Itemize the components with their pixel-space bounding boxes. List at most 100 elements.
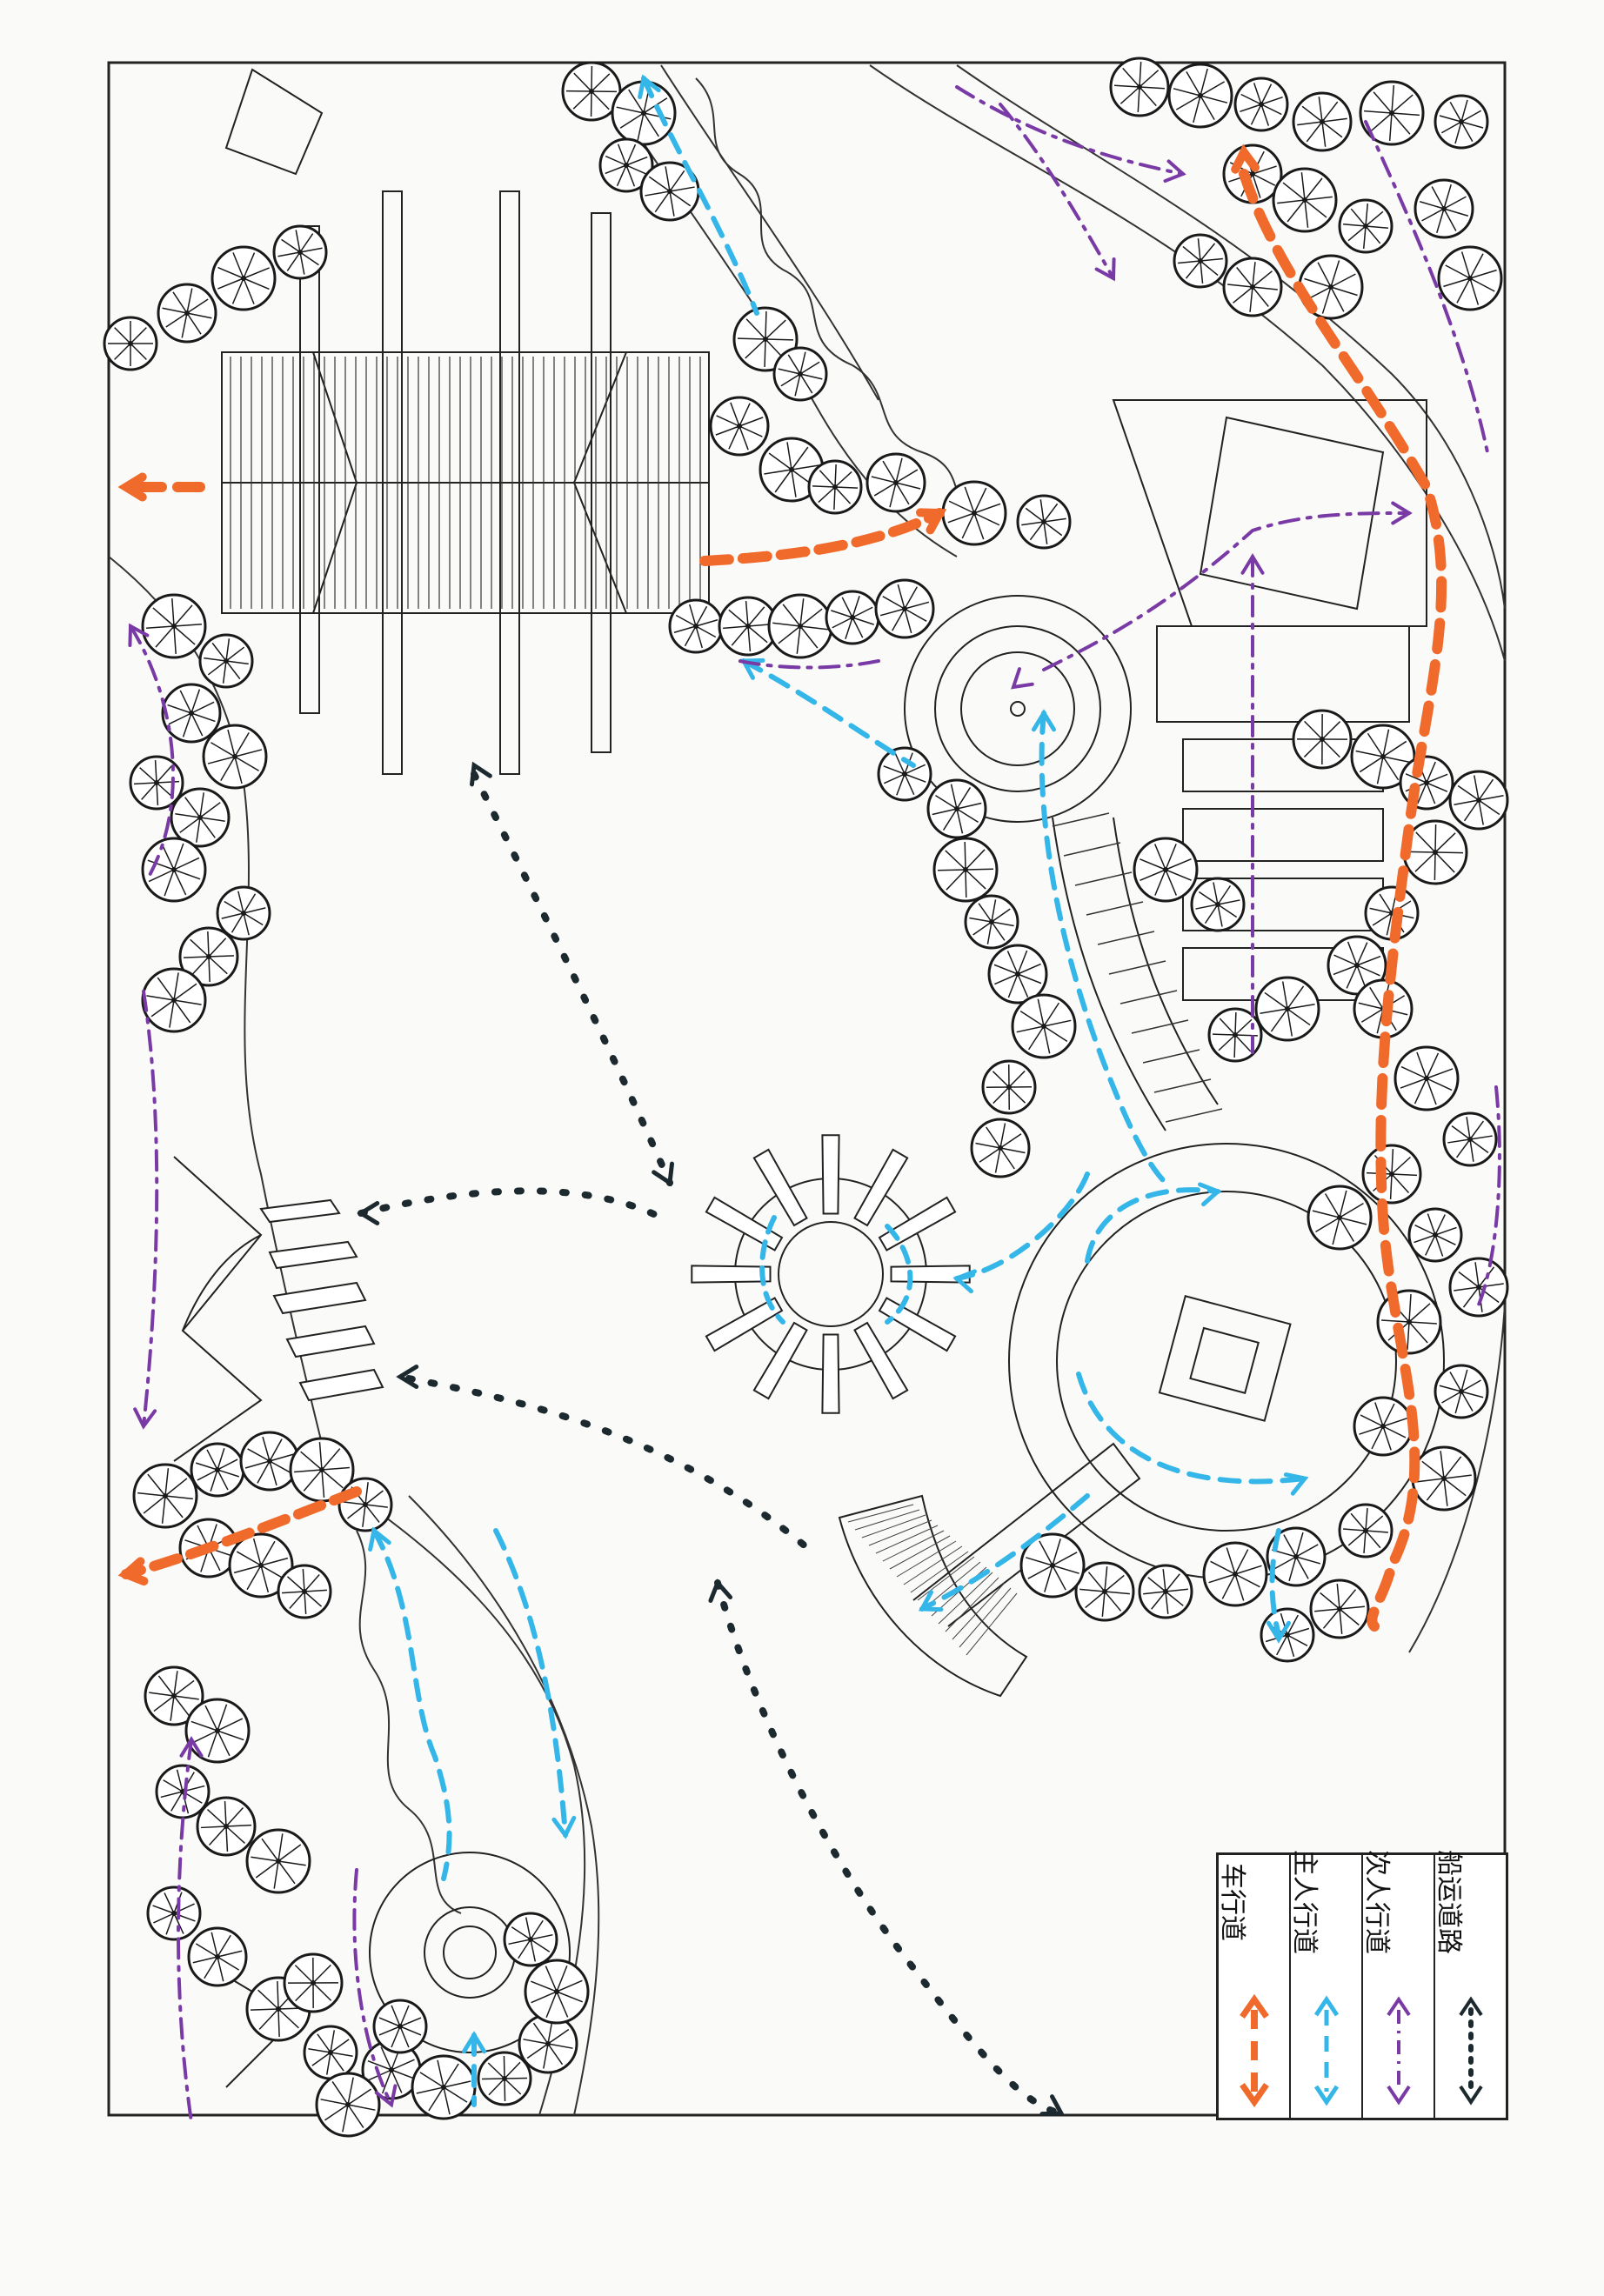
tree-canopy-icon <box>1361 1144 1422 1205</box>
tree-canopy-icon <box>611 80 677 146</box>
tree-canopy-icon <box>1338 198 1393 254</box>
island-blade <box>878 1297 957 1352</box>
circulation-routes <box>117 74 1501 2124</box>
tree-canopy-icon <box>1016 494 1072 550</box>
tree-canopy-icon <box>1411 1445 1477 1512</box>
tree-canopy-icon <box>202 724 268 790</box>
arrow-icon <box>1313 1995 1339 2106</box>
legend-label: 车行道 <box>1216 1863 1247 1941</box>
tree-canopy-icon <box>211 245 277 311</box>
tree-canopy-icon <box>1434 94 1489 150</box>
tree-canopy-icon <box>1074 1561 1135 1622</box>
tree-canopy-icon <box>561 61 622 122</box>
tree-canopy-icon <box>315 2072 381 2138</box>
tree-canopy-icon <box>1138 1564 1193 1619</box>
island-blade <box>705 1196 784 1251</box>
legend-item-boat: 船运道路 <box>1434 1850 1506 2118</box>
tree-canopy-icon <box>1298 254 1364 320</box>
tree-canopy-icon <box>144 1665 204 1726</box>
tree-canopy-icon <box>1350 724 1416 790</box>
tree-canopy-icon <box>825 590 880 645</box>
tree-canopy-icon <box>178 926 239 987</box>
tree-canopy-icon <box>1437 245 1503 311</box>
tree-canopy-icon <box>1407 1207 1463 1263</box>
tree-canopy-icon <box>196 1796 257 1857</box>
tree-canopy-icon <box>1272 167 1338 233</box>
tree-canopy-icon <box>245 1828 311 1894</box>
tree-canopy-icon <box>807 459 863 515</box>
tree-canopy-icon <box>303 2025 358 2080</box>
tree-canopy-icon <box>1307 1185 1373 1251</box>
arrow-icon <box>1386 1996 1411 2106</box>
island-blade <box>705 1297 784 1352</box>
tree-canopy-icon <box>1173 233 1228 289</box>
tree-canopy-icon <box>1207 1007 1263 1063</box>
tree-canopy-icon <box>141 593 207 659</box>
tree-canopy-icon <box>1359 80 1425 146</box>
island-blade <box>853 1321 909 1400</box>
tree-canopy-icon <box>1266 1526 1327 1587</box>
legend-label: 主人行道 <box>1288 1850 1320 1954</box>
tree-canopy-icon <box>874 578 935 639</box>
tree-canopy-icon <box>141 837 207 903</box>
tree-canopy-icon <box>1254 976 1320 1042</box>
curved-walkway <box>1052 817 1219 1131</box>
tree-canopy-icon <box>1448 770 1509 831</box>
tree-canopy-icon <box>103 316 158 371</box>
bridge-slats <box>230 357 701 609</box>
legend-item-main-walk: 主人行道 <box>1289 1850 1363 2118</box>
tree-canopy-icon <box>1292 91 1353 152</box>
tree-canopy-icon <box>132 1463 198 1529</box>
island-blade <box>752 1321 808 1400</box>
tree-canopy-icon <box>639 161 700 222</box>
tree-canopy-icon <box>518 2013 578 2074</box>
tree-canopy-icon <box>228 1532 294 1599</box>
tree-canopy-icon <box>1222 257 1283 317</box>
island-blade <box>878 1196 957 1251</box>
radial-blades <box>691 1134 971 1414</box>
tree-canopy-icon <box>411 2054 477 2120</box>
tree-canopy-icon <box>1292 709 1353 770</box>
island-blade <box>752 1148 808 1227</box>
tree-canopy-icon <box>767 593 833 659</box>
tree-canopy-icon <box>1353 1396 1414 1457</box>
tree-canopy-icon <box>1448 1257 1509 1318</box>
arrow-icon <box>1458 1996 1483 2106</box>
tree-canopy-icon <box>1309 1578 1370 1639</box>
island-blade <box>853 1148 909 1227</box>
wetland-edge <box>695 77 992 523</box>
tree-canopy-icon <box>1414 178 1474 239</box>
tree-canopy-icon <box>129 755 184 811</box>
tree-canopy-icon <box>146 1886 202 1941</box>
tree-canopy-icon <box>1327 935 1387 996</box>
tree-canopy-icon <box>1019 1532 1086 1599</box>
legend-item-road: 车行道 <box>1216 1855 1291 2118</box>
tree-canopy-icon <box>964 894 1019 950</box>
tree-canopy-icon <box>187 1926 248 1987</box>
tree-canopy-icon <box>1393 1045 1460 1111</box>
tree-canopy-icon <box>1434 1364 1489 1419</box>
legend-label: 次人行道 <box>1360 1850 1392 1954</box>
tree-canopy-icon <box>926 778 987 839</box>
map-frame <box>107 61 1507 2117</box>
tree-canopy-icon <box>1167 63 1233 129</box>
tree-canopy-icon <box>865 452 926 513</box>
tree-canopy-icon <box>981 1059 1037 1115</box>
legend-item-minor-walk: 次人行道 <box>1361 1850 1435 2118</box>
tree-canopy-icon <box>198 633 254 689</box>
tree-canopy-icon <box>932 837 999 903</box>
tree-canopy-icon <box>970 1118 1031 1178</box>
tree-canopy-icon <box>1011 993 1077 1059</box>
tree-canopy-icon <box>184 1698 251 1764</box>
tree-canopy-icon <box>524 1959 590 2025</box>
tree-canopy-icon <box>277 1564 332 1619</box>
tree-canopy-icon <box>1109 57 1170 117</box>
tree-canopy-icon <box>283 1952 344 2013</box>
walkway-steps <box>1052 812 1223 1123</box>
tree-canopy-icon <box>772 346 828 402</box>
tree-canopy-icon <box>1260 1607 1315 1663</box>
bridge-deck <box>221 190 710 775</box>
tree-canopy-icon <box>1338 1503 1393 1558</box>
island-blade <box>691 1265 772 1284</box>
tree-canopy-icon <box>668 598 724 654</box>
